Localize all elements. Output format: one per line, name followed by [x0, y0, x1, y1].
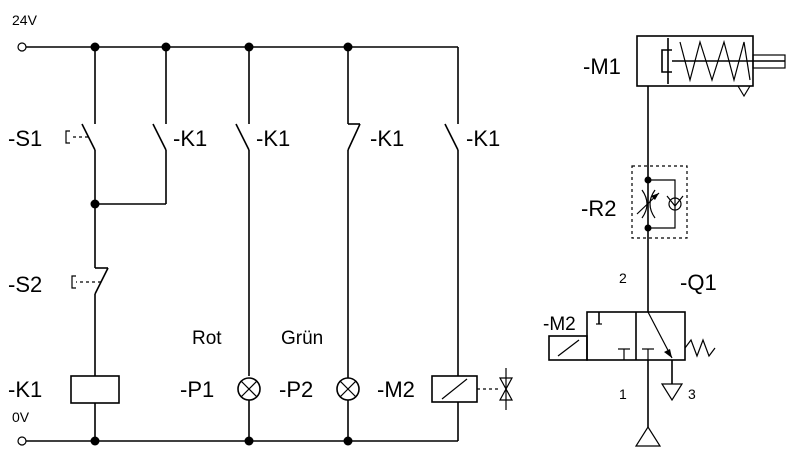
supply-port-1: [634, 360, 662, 447]
coil-k1: [70, 375, 120, 441]
directional-valve-q1: [548, 311, 716, 361]
contact-k1-p1: [235, 47, 250, 376]
contact-k1-selfhold: [95, 47, 167, 205]
rail-label-24v: 24V: [12, 12, 38, 28]
switch-s1: [65, 47, 96, 204]
switch-s2: [71, 204, 109, 376]
label-p2: -P2: [279, 377, 313, 402]
label-k1-p1: -K1: [256, 126, 290, 151]
lamp-p1: [237, 377, 261, 441]
label-m2: -M2: [377, 377, 415, 402]
rail-label-0v: 0V: [12, 409, 30, 425]
throttle-check-valve-r2: [631, 165, 688, 239]
contact-k1-p2: [347, 47, 361, 378]
label-m1: -M1: [583, 54, 621, 79]
power-rail-0v: [17, 436, 458, 446]
label-s1: -S1: [8, 126, 42, 151]
solenoid-m2: [431, 368, 514, 441]
label-r2: -R2: [581, 196, 616, 221]
label-k1-p2: -K1: [370, 126, 404, 151]
label-k1-m2: -K1: [466, 126, 500, 151]
label-q1: -Q1: [680, 270, 717, 295]
label-k1-selfhold: -K1: [173, 126, 207, 151]
label-k1-coil: -K1: [8, 377, 42, 402]
label-p1: -P1: [180, 377, 214, 402]
contact-k1-m2: [444, 47, 459, 376]
port-3-label: 3: [688, 386, 696, 402]
label-m2-valve: -M2: [543, 314, 576, 335]
label-s2: -S2: [8, 272, 42, 297]
exhaust-port-3: [660, 360, 684, 402]
cylinder-m1: [636, 35, 786, 98]
label-gruen: Grün: [281, 328, 323, 349]
port-2-label: 2: [619, 270, 627, 286]
label-rot: Rot: [192, 328, 222, 349]
port-1-label: 1: [619, 386, 627, 402]
power-rail-24v: [17, 42, 458, 52]
lamp-p2: [336, 377, 360, 441]
